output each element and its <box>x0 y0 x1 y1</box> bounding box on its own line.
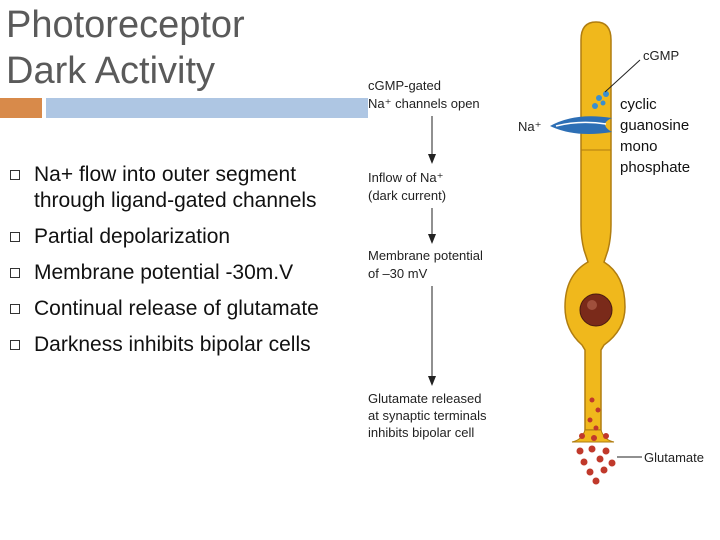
cgmp-molecules <box>592 91 609 109</box>
bullet-text: Continual release of glutamate <box>34 297 319 320</box>
bullet-text: Darkness inhibits bipolar cells <box>34 333 311 356</box>
rod-cell <box>564 21 626 443</box>
cgmp-label: cGMP <box>643 48 679 63</box>
flow-step-2-line-1: Inflow of Na⁺ <box>368 170 444 185</box>
bullet-list: Na+ flow into outer segment through liga… <box>10 162 340 368</box>
bullet-item: Partial depolarization <box>10 224 340 250</box>
na-inflow-arrow <box>550 116 612 134</box>
bullet-text: Partial depolarization <box>34 225 231 248</box>
flow-step-3-line-1: Membrane potential <box>368 248 483 263</box>
flow-step-1-line-2: Na⁺ channels open <box>368 96 480 111</box>
flow-step-1: cGMP-gated Na⁺ channels open <box>368 78 480 111</box>
bullet-square-icon <box>10 340 20 350</box>
bullet-item: Darkness inhibits bipolar cells <box>10 332 340 358</box>
flow-step-4-line-1: Glutamate released <box>368 391 481 406</box>
bullet-item: Continual release of glutamate <box>10 296 340 322</box>
flow-step-4-line-3: inhibits bipolar cell <box>368 425 474 440</box>
slide-title: Photoreceptor Dark Activity <box>6 2 346 94</box>
cgmp-definition-line-1: cyclic <box>620 96 657 113</box>
flow-arrowhead-2 <box>428 234 436 244</box>
nucleus-highlight <box>587 300 597 310</box>
nucleus <box>579 293 613 327</box>
cgmp-definition: cyclic guanosine mono phosphate <box>620 96 690 176</box>
cgmp-pointer-line <box>604 59 641 93</box>
flow-step-4-line-2: at synaptic terminals <box>368 408 487 423</box>
glutamate-vesicles <box>579 397 609 441</box>
flow-arrowhead-1 <box>428 154 436 164</box>
bullet-square-icon <box>10 232 20 242</box>
cgmp-definition-line-4: phosphate <box>620 159 690 176</box>
na-label: Na⁺ <box>518 119 541 134</box>
flow-arrowhead-3 <box>428 376 436 386</box>
released-glutamate <box>576 445 616 485</box>
flow-step-4: Glutamate released at synaptic terminals… <box>368 391 487 440</box>
bullet-text: Membrane potential -30m.V <box>34 261 294 284</box>
cgmp-definition-line-3: mono <box>620 138 658 155</box>
title-rule-bar <box>46 98 368 118</box>
rod-outer-segment <box>564 21 626 431</box>
slide-title-line-1: Photoreceptor <box>6 4 245 46</box>
flow-step-2-line-2: (dark current) <box>368 188 446 203</box>
bullet-item: Na+ flow into outer segment through liga… <box>10 162 340 214</box>
flow-step-3: Membrane potential of –30 mV <box>368 248 483 281</box>
bullet-square-icon <box>10 170 20 180</box>
glutamate-label: Glutamate <box>644 450 704 465</box>
cgmp-definition-line-2: guanosine <box>620 117 689 134</box>
bullet-item: Membrane potential -30m.V <box>10 260 340 286</box>
bullet-square-icon <box>10 304 20 314</box>
flow-step-1-line-1: cGMP-gated <box>368 78 441 93</box>
flow-step-3-line-2: of –30 mV <box>368 266 428 281</box>
flow-step-2: Inflow of Na⁺ (dark current) <box>368 170 446 203</box>
title-rule-accent <box>0 98 42 118</box>
slide-title-line-2: Dark Activity <box>6 50 216 92</box>
na-inflow-arrow-highlight <box>555 121 607 127</box>
bullet-square-icon <box>10 268 20 278</box>
bullet-text: Na+ flow into outer segment through liga… <box>34 163 317 212</box>
